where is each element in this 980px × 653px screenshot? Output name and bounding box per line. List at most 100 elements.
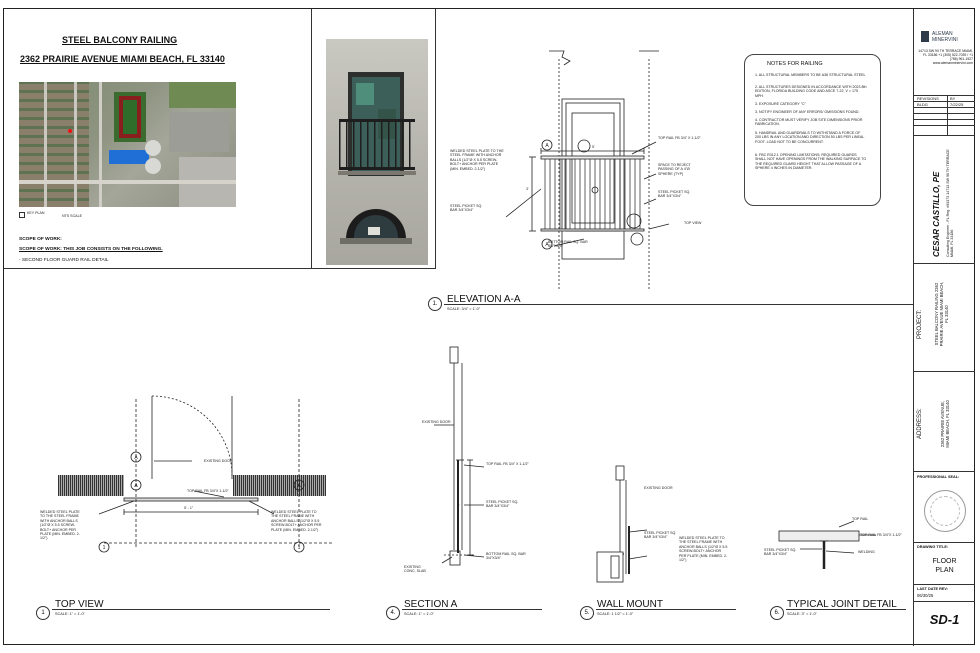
firm-name-line1: ALEMAN bbox=[932, 31, 953, 37]
project-address: 2362 PRAIRIE AVENUE MIAMI BEACH, FL 3314… bbox=[20, 54, 225, 64]
wm-label-picket: STEEL PICKET SQ. BAR 3/4"X3/4" bbox=[644, 531, 677, 540]
tb-line bbox=[914, 125, 975, 126]
note-5: 4. CONTRACTOR MUST VERIFY JOB SITE DIMEN… bbox=[755, 118, 863, 127]
tb-line bbox=[914, 263, 975, 264]
tb-line bbox=[947, 95, 948, 135]
title-block: ALEMAN MINERVINI 14713 SW 90 TH TERRACE … bbox=[914, 9, 975, 646]
elev-label-toprail: TOP RAIL FB 3/4" X 1-1/2" bbox=[658, 136, 701, 140]
jd-label-toprail: TOP RAIL FB 3/4"X 1-1/2" bbox=[860, 533, 902, 537]
elevation-marker-a: A bbox=[545, 143, 549, 149]
elev-label-picket2: STEEL PICKET SQ. BAR 3/4"X3/4" bbox=[658, 190, 691, 199]
note-3: 3. EXPOSURE CATEGORY "C" bbox=[755, 102, 806, 106]
tb-line bbox=[914, 113, 975, 114]
elev-dim-width: 5' bbox=[592, 145, 595, 149]
elev-dim-height: 3' bbox=[526, 187, 529, 191]
sa-label-bottom: BOTTOM RAIL SQ. BAR 3/4"X3/4" bbox=[486, 552, 526, 561]
title-underline bbox=[786, 609, 906, 610]
title-underline bbox=[402, 609, 542, 610]
sa-label-toprail: TOP RAIL FB 3/4" X 1-1/2" bbox=[486, 462, 529, 466]
address-label: ADDRESS: bbox=[917, 408, 923, 439]
elevation-title: ELEVATION A-A bbox=[447, 294, 521, 305]
elev-label-bottom: BOTTOM RAIL SQ. BAR 3/4"X3/4" bbox=[548, 240, 588, 249]
wall-mount-drawing bbox=[596, 465, 648, 583]
title-block-divider bbox=[913, 9, 914, 646]
scope-line: SCOPE OF WORK: THIS JOB CONSISTS ON THE … bbox=[19, 247, 163, 252]
tb-line bbox=[914, 101, 975, 102]
title-underline bbox=[52, 609, 330, 610]
tb-line bbox=[914, 95, 975, 96]
elev-label-plate: WELDED STEEL PLATE TO THE STEEL FRAME WI… bbox=[450, 149, 504, 171]
aerial-map bbox=[19, 82, 236, 207]
sa-label-door: EXISTING DOOR bbox=[422, 420, 451, 424]
tv-marker-a3: A bbox=[297, 483, 301, 489]
tv-marker-a2: A bbox=[134, 483, 138, 489]
scope-heading: SCOPE OF WORK: bbox=[19, 237, 62, 242]
last-date-label: LAST DATE REV: bbox=[917, 587, 948, 591]
joint-detail-title: TYPICAL JOINT DETAIL bbox=[787, 599, 897, 610]
site-photo bbox=[326, 39, 428, 265]
tv-label-door: EXISTING DOOR bbox=[204, 459, 233, 463]
key-plan-icon bbox=[19, 212, 25, 218]
wall-mount-title: WALL MOUNT bbox=[597, 599, 663, 610]
wm-label-plate: WELDED STEEL PLATE TO THE STEEL FRAME WI… bbox=[679, 536, 728, 563]
revision-date: 7/22/25 bbox=[950, 102, 964, 107]
address-value: 2362 PRAIRIE AVENUE, MIAMI BEACH, FL 331… bbox=[940, 400, 950, 448]
seal-stamp bbox=[924, 490, 966, 532]
jd-label-welding: WELDING bbox=[858, 550, 875, 554]
note-2: 2. ALL STRUCTURES DESIGNED IN ACCORDANCE… bbox=[755, 85, 867, 98]
drawing-title: FLOOR PLAN bbox=[932, 558, 957, 574]
jd-label-picket: STEEL PICKET SQ. BAR 3/4"X3/4" bbox=[764, 548, 797, 557]
last-date: 06/30/25 bbox=[917, 593, 934, 598]
tb-line bbox=[914, 371, 975, 372]
wm-label-door: EXISTING DOOR bbox=[644, 486, 673, 490]
tb-line bbox=[914, 119, 975, 120]
tv-dim: 5' - 1" bbox=[184, 506, 194, 510]
wall-right bbox=[233, 475, 326, 496]
note-6: 5. HANDRAIL AND GUARDRAILS TO WITHSTAND … bbox=[755, 131, 865, 144]
elev-label-picket: STEEL PICKET SQ. BAR 3/4"X3/4" bbox=[450, 204, 483, 213]
wall-left bbox=[58, 475, 124, 496]
tv-label-left: WELDED STEEL PLATE TO THE STEEL FRAME WI… bbox=[40, 510, 80, 541]
tv-marker-1b: 1 bbox=[298, 545, 301, 551]
revisions-label: REVISIONS bbox=[917, 96, 939, 101]
tv-marker-1: 1 bbox=[103, 545, 106, 551]
key-plan-label: KEY PLAN bbox=[27, 211, 45, 215]
engineer-name: CESAR CASTILLO, PE bbox=[932, 171, 941, 257]
top-view-title: TOP VIEW bbox=[55, 599, 104, 610]
jd-label-top: TOP RAIL bbox=[852, 517, 869, 521]
section-a-scale: SCALE: 1" = 1'-0" bbox=[404, 612, 434, 616]
revision-row: BLDG bbox=[917, 102, 928, 107]
note-7: 6. FBC R312.1 OPENING LIMITATIONS: REQUI… bbox=[755, 153, 867, 171]
elevation-drawing: A A bbox=[505, 50, 670, 289]
title-underline bbox=[596, 609, 736, 610]
note-1: 1. ALL STRUCTURAL MEMBERS TO BE A36 STRU… bbox=[755, 73, 866, 77]
notes-title: NOTES FOR RAILING bbox=[767, 61, 823, 67]
top-view-number: 1 bbox=[36, 606, 50, 620]
revisions-by: BY bbox=[950, 96, 956, 101]
sa-dim: 3' bbox=[457, 504, 460, 508]
top-view-drawing: A A A 1 1 bbox=[98, 395, 334, 553]
joint-detail-drawing bbox=[778, 520, 876, 569]
elev-label-space: SPACE TO REJECT PASSING OF A 4"Ø SPHERE … bbox=[658, 163, 691, 176]
wall-mount-number: 5. bbox=[580, 606, 594, 620]
joint-detail-number: 6. bbox=[770, 606, 784, 620]
elev-label-topview: TOP VIEW bbox=[684, 221, 702, 225]
firm-address: 14713 SW 90 TH TERRACE MIAMI, FL 33186 +… bbox=[918, 49, 973, 65]
elevation-marker-a2: A bbox=[545, 242, 549, 248]
tb-line bbox=[914, 107, 975, 108]
section-a-title: SECTION A bbox=[404, 599, 458, 610]
section-a-number: 4. bbox=[386, 606, 400, 620]
sa-label-slab: EXISTING CONC. SLAB bbox=[404, 565, 426, 574]
sheet-number: SD-1 bbox=[929, 612, 960, 627]
divider bbox=[311, 9, 312, 269]
tb-line bbox=[914, 542, 975, 543]
elevation-scale: SCALE: 3/4" = 1'-0" bbox=[447, 307, 481, 311]
tv-label-toprail: TOP RAIL FB 3/4"X 1-1/2" bbox=[187, 489, 229, 493]
tv-label-right: WELDED STEEL PLATE TO THE STEEL FRAME WI… bbox=[271, 510, 322, 532]
elevation-number: 1. bbox=[428, 297, 442, 311]
project-label: PROJECT: bbox=[917, 309, 923, 339]
firm-name-line2: MINERVINI bbox=[932, 37, 958, 43]
scope-item: - SECOND FLOOR GUARD RAIL DETAIL bbox=[19, 258, 109, 263]
sa-label-picket: STEEL PICKET SQ. BAR 3/4"X3/4" bbox=[486, 500, 519, 509]
drawing-sheet: STEEL BALCONY RAILING 2362 PRAIRIE AVENU… bbox=[3, 8, 975, 646]
